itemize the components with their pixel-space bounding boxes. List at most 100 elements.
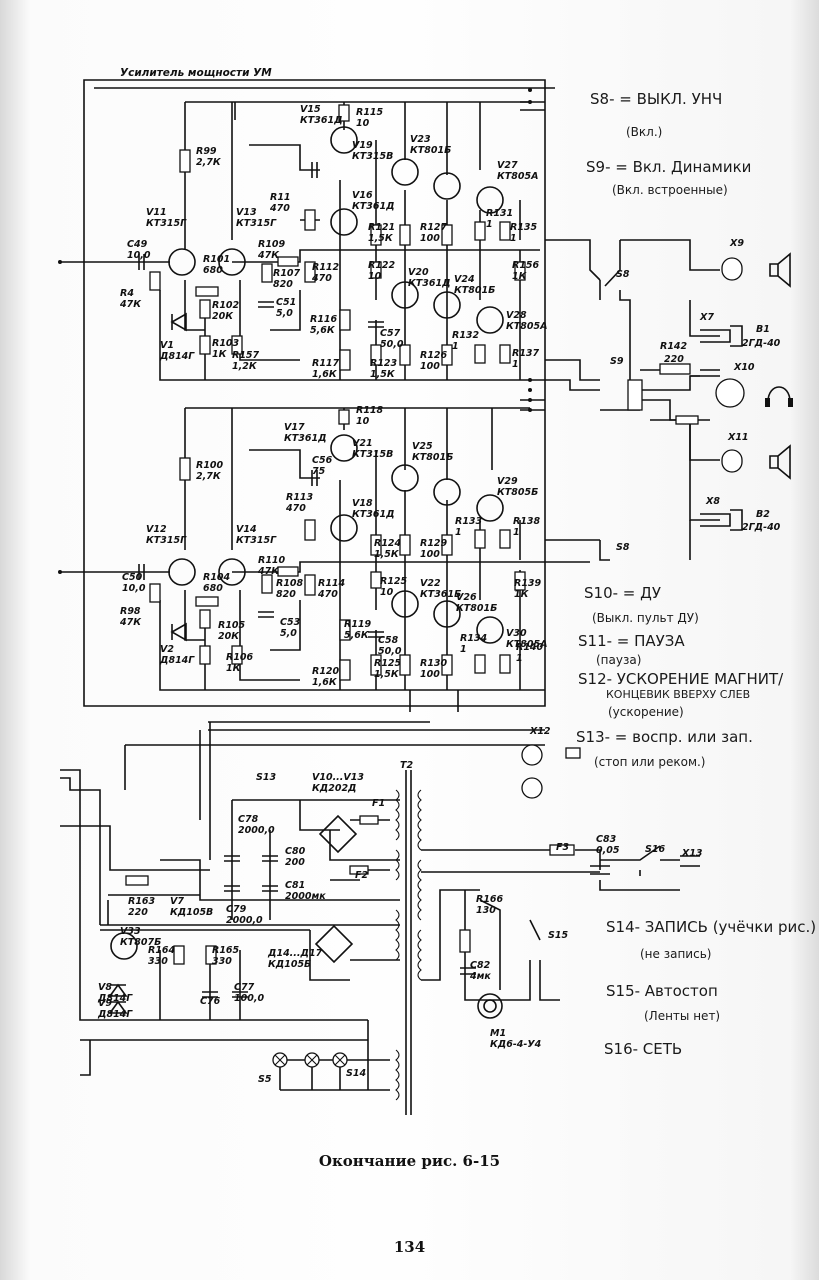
component-value: КТ361Д <box>300 115 343 126</box>
capacitor-symbols <box>138 162 384 998</box>
component-value: 1,5К <box>374 549 400 560</box>
component-value: 470 <box>285 503 306 514</box>
component-value: КД105Б <box>268 959 311 970</box>
component-ref: C56 <box>312 455 333 466</box>
component-value: 10,0 <box>122 583 146 594</box>
component-value: 47К <box>257 566 280 577</box>
component-value: 10 <box>368 271 382 282</box>
component-value: КТ361Д <box>352 509 395 520</box>
page-number: 134 <box>393 1238 426 1256</box>
component-ref: V27 <box>497 160 518 171</box>
speaker-x9-icon <box>721 252 791 288</box>
component-ref: R115 <box>356 107 384 118</box>
handwritten-note: (Ленты нет) <box>644 1009 720 1023</box>
component-ref: R164 <box>148 945 176 956</box>
component-value: 470 <box>317 589 338 600</box>
transistor-symbols <box>110 126 504 960</box>
component-value: 1 <box>455 527 462 538</box>
handwritten-note: S14- ЗАПИСЬ (учёчки рис.) <box>606 918 816 936</box>
handwritten-note: S12- УСКОРЕНИЕ МАГНИТ/ <box>578 670 784 688</box>
component-value: КТ801Б <box>456 603 497 614</box>
speaker-x11-icon <box>721 444 791 480</box>
component-value: 1,6К <box>312 677 338 688</box>
handwritten-note: КОНЦЕВИК ВВЕРХУ СЛЕВ <box>606 688 750 701</box>
component-ref: C51 <box>276 297 296 308</box>
component-ref: R101 <box>203 254 230 265</box>
component-value: 330 <box>212 956 232 967</box>
component-ref: F1 <box>372 798 385 809</box>
component-value: КТ315Г <box>146 535 187 546</box>
component-value: 330 <box>148 956 168 967</box>
component-value: КТ315Г <box>236 535 277 546</box>
component-ref: C50 <box>122 572 143 583</box>
component-value: КД6-4-У4 <box>490 1039 542 1050</box>
component-value: КТ801Б <box>454 285 495 296</box>
component-ref: R130 <box>420 658 448 669</box>
component-value: 1,5К <box>368 233 394 244</box>
component-ref: T2 <box>400 760 413 771</box>
component-ref: R125 <box>374 658 402 669</box>
component-value: 1К <box>212 349 228 360</box>
component-ref: V14 <box>236 524 257 535</box>
component-ref: R100 <box>196 460 224 471</box>
component-ref: R127 <box>420 222 448 233</box>
component-ref: R116 <box>310 314 338 325</box>
component-value: 470 <box>269 203 290 214</box>
component-ref: R137 <box>512 348 540 359</box>
component-ref: C80 <box>285 846 306 857</box>
component-value: 5,0 <box>276 308 293 319</box>
output-label: B1 <box>756 324 770 335</box>
power-supply-wiring <box>60 721 545 1091</box>
handwritten-note: (пауза) <box>596 653 641 667</box>
component-ref: V29 <box>497 476 518 487</box>
component-ref: R104 <box>203 572 231 583</box>
component-ref: F3 <box>556 842 569 853</box>
component-value: 10,0 <box>127 250 151 261</box>
component-value: 1,5К <box>374 669 400 680</box>
component-value: 5,6К <box>344 630 370 641</box>
component-value: КТ315Г <box>146 218 187 229</box>
component-value: 100 <box>420 669 440 680</box>
component-value: 2000мк <box>285 891 326 902</box>
component-ref: V12 <box>146 524 167 535</box>
component-value: 10 <box>356 416 370 427</box>
component-value: 200 <box>285 857 305 868</box>
component-value: 2000,0 <box>238 825 275 836</box>
component-ref: R117 <box>312 358 340 369</box>
component-value: КТ361Б <box>420 589 461 600</box>
handwritten-note: (не запись) <box>640 947 711 961</box>
component-value: 1,2К <box>232 361 258 372</box>
component-ref: R132 <box>452 330 480 341</box>
component-ref: V26 <box>456 592 477 603</box>
component-value: КТ361Д <box>352 201 395 212</box>
component-ref: R4 <box>120 288 134 299</box>
component-value: КД202Д <box>312 783 357 794</box>
output-switching <box>599 239 720 561</box>
component-ref: R119 <box>344 619 372 630</box>
component-value: 1 <box>452 341 459 352</box>
component-value: 1,6К <box>312 369 338 380</box>
component-ref: R122 <box>368 260 396 271</box>
component-ref: V10...V13 <box>312 772 364 783</box>
component-ref: R133 <box>455 516 483 527</box>
component-value: КТ315В <box>352 151 393 162</box>
component-ref: R166 <box>476 894 504 905</box>
component-value: 1 <box>510 233 517 244</box>
component-ref: R107 <box>273 268 301 279</box>
component-ref: R157 <box>232 350 260 361</box>
component-value: 1,5К <box>370 369 396 380</box>
component-ref: C78 <box>238 814 259 825</box>
component-ref: R110 <box>258 555 286 566</box>
component-ref: V1 <box>160 340 174 351</box>
x12-connector <box>521 744 581 799</box>
handwritten-note: S11- = ПАУЗА <box>578 632 685 650</box>
component-ref: X13 <box>681 848 703 859</box>
output-label: S9 <box>610 356 624 367</box>
component-value: 1 <box>516 653 523 664</box>
component-value: 2,7К <box>196 157 222 168</box>
component-value: 1 <box>513 527 520 538</box>
component-value: Д814Г <box>159 655 195 666</box>
handwritten-note: (ускорение) <box>608 705 684 719</box>
